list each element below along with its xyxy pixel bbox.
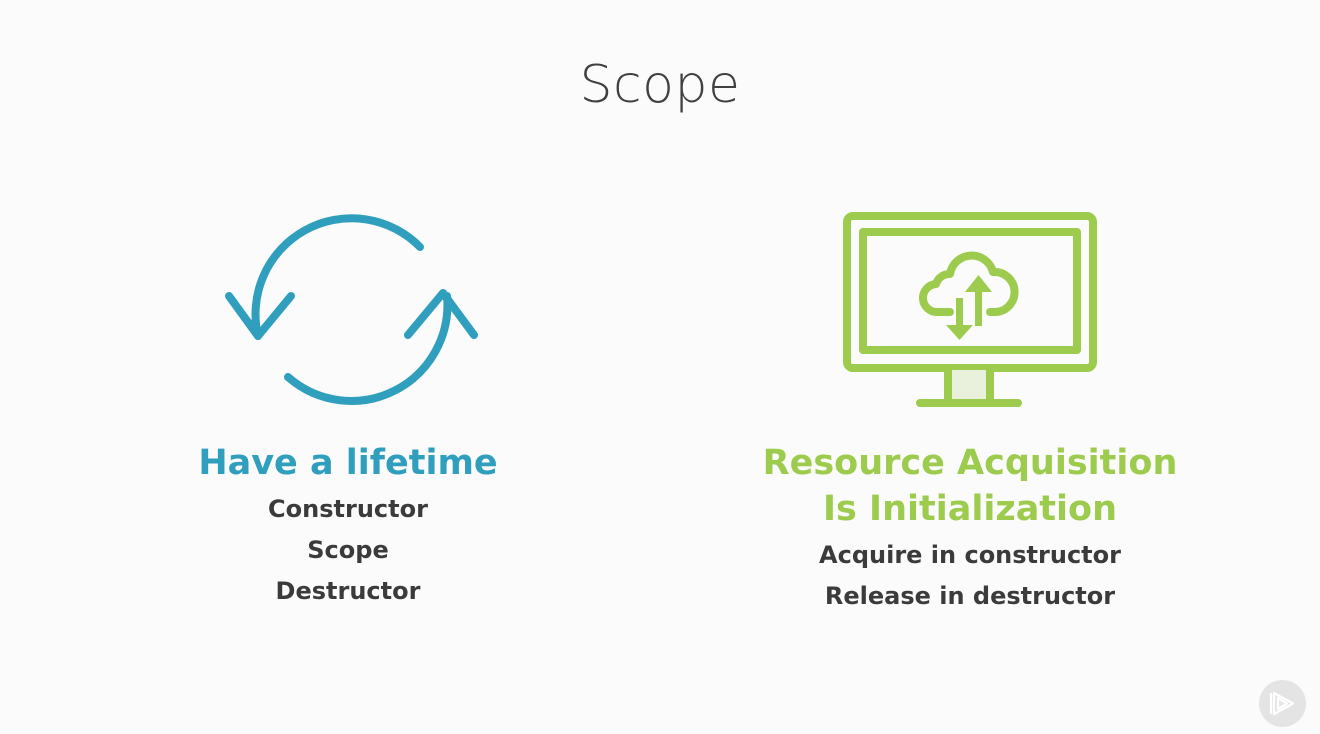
lifetime-item-destructor: Destructor — [275, 577, 421, 605]
lifetime-item-scope: Scope — [307, 536, 389, 564]
lifetime-item-constructor: Constructor — [268, 495, 428, 523]
raii-heading-line-2: Is Initialization — [823, 489, 1117, 529]
lifetime-heading: Have a lifetime — [198, 443, 498, 483]
raii-item-release: Release in destructor — [824, 582, 1116, 610]
raii-item-acquire: Acquire in constructor — [819, 541, 1121, 569]
raii-heading-line-1: Resource Acquisition — [762, 443, 1178, 483]
slide-title: Scope — [579, 55, 741, 115]
play-logo-icon — [1269, 691, 1295, 716]
play-logo-button[interactable] — [1259, 680, 1306, 727]
monitor-cloud-sync-icon — [843, 212, 1097, 407]
refresh-cycle-icon — [225, 214, 478, 405]
